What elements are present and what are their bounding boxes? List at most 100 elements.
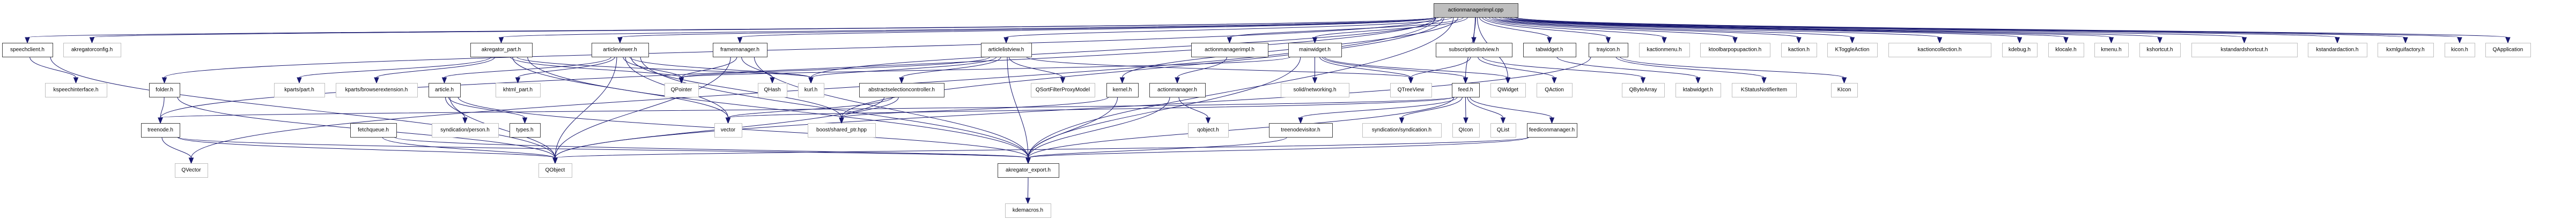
- node-mainwidget[interactable]: mainwidget.h: [1288, 43, 1342, 57]
- node-actionmanager[interactable]: actionmanager.h: [1149, 83, 1206, 97]
- node-box: [1527, 123, 1577, 138]
- node-label: trayicon.h: [1597, 47, 1620, 53]
- node-qwidget: QWidget: [1490, 83, 1526, 97]
- node-trayicon[interactable]: trayicon.h: [1589, 43, 1628, 57]
- arrowhead-icon: [1312, 37, 1318, 44]
- node-folder[interactable]: folder.h: [149, 83, 180, 97]
- edge-root-to-trayicon: [1482, 17, 1608, 38]
- edge-feediconmanager-to-QObject: [555, 136, 1530, 158]
- node-akregatorconfig: akregatorconfig.h: [63, 43, 121, 57]
- edge-akregator_part-to-kparts_browserextension: [376, 56, 496, 78]
- node-box: [1106, 83, 1139, 97]
- arrowhead-icon: [899, 77, 904, 84]
- root-node[interactable]: actionmanagerimpl.cpp: [1434, 3, 1518, 18]
- node-kdebug: kdebug.h: [2002, 43, 2038, 57]
- arrowhead-icon: [1549, 117, 1555, 124]
- node-label: qobject.h: [1197, 127, 1219, 133]
- node-box: [1188, 123, 1229, 138]
- node-treenodevisitor[interactable]: treenodevisitor.h: [1269, 123, 1333, 138]
- node-tabwidget[interactable]: tabwidget.h: [1523, 43, 1576, 57]
- node-speechclient[interactable]: speechclient.h: [2, 43, 53, 57]
- node-label: ktoolbarpopupaction.h: [1709, 47, 1761, 53]
- arrowhead-icon: [678, 77, 684, 84]
- edge-speechclient-to-QObject: [50, 56, 556, 158]
- node-ktoolbarpopupaction: ktoolbarpopupaction.h: [1700, 43, 1770, 57]
- node-label: types.h: [516, 127, 533, 133]
- node-label: kicon.h: [2451, 47, 2468, 53]
- edge-article-to-syndication_person: [445, 96, 466, 118]
- node-akregator-export[interactable]: akregator_export.h: [998, 163, 1059, 178]
- node-fetchqueue[interactable]: fetchqueue.h: [350, 123, 397, 138]
- node-box: [1288, 43, 1342, 57]
- node-articleviewer[interactable]: articleviewer.h: [592, 43, 649, 57]
- node-box: [175, 163, 208, 178]
- edge-feed-to-treenodevisitor: [1300, 96, 1458, 118]
- node-qicon: QIcon: [1452, 123, 1480, 138]
- node-box: [350, 123, 397, 138]
- node-kstandardshortcut: kstandardshortcut.h: [2191, 43, 2298, 57]
- arrowhead-icon: [2063, 37, 2069, 44]
- node-feed[interactable]: feed.h: [1452, 83, 1480, 97]
- edge-root-to-akregatorconfig: [92, 17, 1436, 38]
- edge-root-to-actionmanagerimpl_h: [1229, 17, 1464, 38]
- arrowhead-icon: [1841, 77, 1847, 84]
- edge-feed-to-syndication_syndication: [1401, 96, 1463, 118]
- arrowhead-icon: [839, 117, 844, 124]
- node-label: kstandardshortcut.h: [2221, 47, 2268, 53]
- node-label: KToggleAction: [1835, 47, 1870, 53]
- node-kernel[interactable]: kernel.h: [1106, 83, 1139, 97]
- node-label: akregator_part.h: [482, 47, 521, 53]
- node-box: [1537, 83, 1573, 97]
- node-kaction: kaction.h: [1781, 43, 1817, 57]
- node-kicon-h: kicon.h: [2445, 43, 2475, 57]
- node-subscriptionlistview[interactable]: subscriptionlistview.h: [1436, 43, 1512, 57]
- node-treenode[interactable]: treenode.h: [141, 123, 180, 138]
- edge-treenode-to-QVector: [161, 136, 191, 158]
- node-box: [1589, 43, 1628, 57]
- node-qvector: QVector: [175, 163, 208, 178]
- node-kdemacros: kdemacros.h: [1005, 203, 1051, 218]
- node-label: QByteArray: [1629, 87, 1657, 93]
- node-feediconmanager[interactable]: feediconmanager.h: [1527, 123, 1577, 138]
- edge-articlelistview-to-QPointer: [681, 56, 991, 78]
- node-article[interactable]: article.h: [429, 83, 461, 97]
- node-label: speechclient.h: [10, 47, 45, 53]
- node-types[interactable]: types.h: [510, 123, 541, 138]
- edge-root-to-kactioncollection: [1499, 17, 1940, 38]
- arrowhead-icon: [1640, 77, 1646, 84]
- node-actionmanagerimpl-h[interactable]: actionmanagerimpl.h: [1191, 43, 1268, 57]
- node-articlelistview[interactable]: articlelistview.h: [981, 43, 1032, 57]
- node-kparts-browserextension: kparts/browserextension.h: [336, 83, 418, 97]
- arrowhead-icon: [2157, 37, 2162, 44]
- edge-akregator_part-to-kparts_part: [299, 56, 492, 78]
- node-box: [274, 83, 325, 97]
- edge-subscriptionlistview-to-QTreeView: [1411, 56, 1471, 78]
- node-box: [2445, 43, 2475, 57]
- arrowhead-icon: [1298, 117, 1303, 124]
- edge-article-to-QObject: [449, 96, 556, 158]
- node-abstractselectioncontroller[interactable]: abstractselectioncontroller.h: [859, 83, 944, 97]
- node-label: framemanager.h: [720, 47, 759, 53]
- node-qapplication: QApplication: [2485, 43, 2531, 57]
- node-box: [1031, 83, 1095, 97]
- arrowhead-icon: [1463, 77, 1468, 84]
- node-box: [45, 83, 107, 97]
- node-framemanager[interactable]: framemanager.h: [713, 43, 767, 57]
- node-kactionmenu: kactionmenu.h: [1639, 43, 1690, 57]
- node-label: fetchqueue.h: [358, 127, 389, 133]
- arrowhead-icon: [158, 117, 163, 124]
- edge-framemanager-to-QHash: [741, 56, 773, 78]
- edge-subscriptionlistview-to-QByteArray: [1482, 56, 1643, 78]
- node-box: [1675, 83, 1721, 97]
- arrowhead-icon: [1552, 77, 1557, 84]
- edge-treenode-to-QObject: [177, 136, 556, 158]
- node-label: abstractselectioncontroller.h: [868, 87, 935, 93]
- node-akregator-part[interactable]: akregator_part.h: [470, 43, 533, 57]
- edge-speechclient-to-kspeechinterface: [29, 56, 76, 78]
- node-label: QIcon: [1459, 127, 1473, 133]
- node-box: [808, 123, 876, 138]
- arrowhead-icon: [2505, 37, 2511, 44]
- node-box: [665, 83, 699, 97]
- edge-root-to-kurl: [810, 17, 1443, 78]
